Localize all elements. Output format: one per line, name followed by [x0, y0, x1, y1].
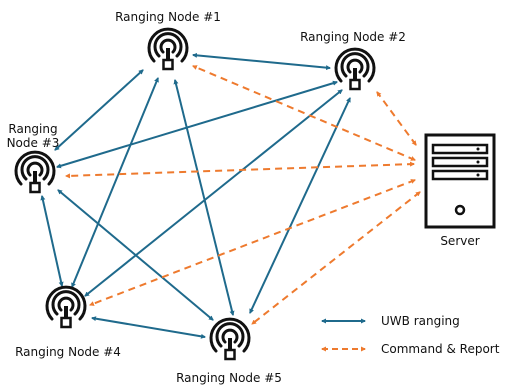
legend-command-label: Command & Report [381, 342, 500, 356]
command-link-server-2 [376, 91, 417, 146]
node-1-label: Ranging Node #1 [115, 10, 221, 24]
node-4-label: Ranging Node #4 [15, 345, 121, 359]
node-5-label: Ranging Node #5 [176, 371, 282, 385]
legend-uwb-label: UWB ranging [381, 314, 460, 328]
node-3-label-line2: Node #3 [7, 136, 60, 150]
node-2-label: Ranging Node #2 [300, 30, 406, 44]
node-3-label-line1: Ranging [8, 122, 57, 136]
uwb-link-2-3 [56, 80, 338, 169]
uwb-link-1-4 [71, 77, 159, 288]
command-link-server-1 [192, 65, 416, 161]
uwb-link-2-5 [249, 97, 351, 314]
server-label: Server [440, 234, 479, 248]
server-icon [424, 133, 496, 229]
antenna-icon [14, 150, 56, 194]
uwb-link-4-5 [91, 316, 206, 339]
antenna-icon [45, 285, 87, 329]
command-links [65, 65, 421, 325]
legend: UWB ranging Command & Report [321, 314, 500, 356]
uwb-link-3-4 [40, 195, 64, 287]
command-link-server-3 [65, 161, 415, 179]
uwb-link-1-3 [54, 69, 144, 151]
command-link-server-5 [251, 191, 421, 325]
uwb-links [40, 52, 351, 339]
uwb-link-1-2 [192, 52, 331, 71]
command-link-server-4 [89, 179, 416, 306]
uwb-link-2-4 [84, 89, 343, 297]
antenna-icon [147, 27, 189, 71]
uwb-link-3-5 [57, 189, 214, 321]
antenna-icon [334, 47, 376, 91]
antenna-icon [209, 317, 251, 361]
